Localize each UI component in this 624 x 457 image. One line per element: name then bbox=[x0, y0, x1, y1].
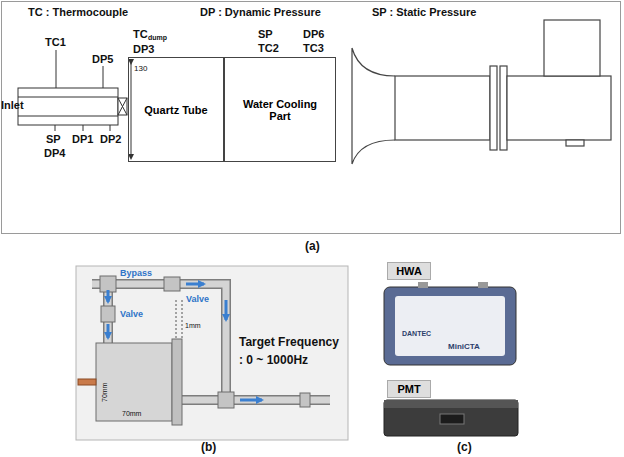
piping-illustration bbox=[218, 392, 234, 408]
piping-illustration bbox=[182, 300, 183, 338]
exhaust-section bbox=[500, 66, 507, 150]
piping-illustration bbox=[225, 300, 228, 320]
piping-illustration bbox=[101, 306, 115, 322]
node-text: Water Cooling Part bbox=[231, 98, 329, 122]
hwa-device bbox=[418, 282, 428, 288]
sensor-leader bbox=[83, 125, 84, 131]
piping-illustration bbox=[172, 339, 182, 425]
piping-illustration bbox=[300, 393, 310, 407]
label: TC2 bbox=[258, 42, 279, 55]
label: (c) bbox=[457, 441, 472, 455]
inlet-tube bbox=[118, 98, 127, 115]
label: SP : Static Pressure bbox=[372, 6, 476, 19]
label: Bypass bbox=[120, 268, 152, 278]
label: 70mm bbox=[101, 383, 109, 402]
label: TC : Thermocouple bbox=[28, 6, 128, 19]
section-box: Water Cooling Part bbox=[224, 57, 336, 162]
label: DP : Dynamic Pressure bbox=[200, 6, 321, 19]
pmt-device bbox=[384, 400, 518, 436]
device-tag: HWA bbox=[387, 262, 431, 280]
label: DANTEC bbox=[402, 330, 431, 338]
sensor-leader bbox=[55, 125, 56, 131]
panel-frame bbox=[2, 2, 621, 234]
dimension-arrow bbox=[131, 62, 132, 157]
inlet-tube bbox=[118, 98, 127, 115]
exhaust-section bbox=[490, 66, 497, 150]
inlet-tube bbox=[18, 88, 127, 125]
exhaust-section bbox=[566, 140, 584, 146]
sensor-leader bbox=[56, 50, 57, 88]
panel-frame bbox=[2, 2, 621, 234]
exhaust-section bbox=[507, 76, 611, 140]
pmt-device bbox=[384, 400, 518, 436]
piping-illustration bbox=[107, 324, 110, 338]
hwa-device bbox=[384, 282, 516, 365]
label: Inlet bbox=[1, 99, 24, 112]
hwa-device bbox=[384, 287, 516, 365]
exhaust-section bbox=[352, 20, 611, 164]
sensor-leader bbox=[103, 66, 104, 88]
inlet-tube bbox=[18, 97, 118, 98]
label: : 0 ~ 1000Hz bbox=[239, 354, 308, 368]
pmt-device bbox=[440, 414, 464, 424]
piping-illustration bbox=[100, 276, 116, 292]
piping-illustration bbox=[108, 284, 262, 400]
label: (b) bbox=[201, 441, 216, 455]
piping-illustration bbox=[176, 300, 182, 338]
hwa-device bbox=[478, 282, 488, 288]
label: TC1 bbox=[45, 36, 66, 49]
device-tag: PMT bbox=[387, 380, 431, 398]
pmt-device bbox=[384, 400, 518, 408]
piping-illustration bbox=[186, 283, 204, 286]
piping-illustration bbox=[76, 266, 348, 440]
label: DP4 bbox=[44, 147, 65, 160]
sensor-leader bbox=[110, 125, 111, 131]
piping-illustration bbox=[176, 300, 177, 338]
label: 130 bbox=[134, 64, 147, 73]
label: DP1 bbox=[72, 133, 93, 146]
label: 1mm bbox=[185, 322, 201, 330]
node-text: PMT bbox=[397, 383, 420, 395]
label: MiniCTA bbox=[448, 342, 480, 351]
piping-illustration bbox=[96, 276, 310, 425]
exhaust-section bbox=[395, 76, 490, 140]
label: DP2 bbox=[100, 133, 121, 146]
inlet-tube bbox=[18, 88, 118, 125]
exhaust-section bbox=[352, 48, 395, 164]
label: SP bbox=[46, 133, 61, 146]
piping-illustration bbox=[76, 266, 348, 440]
piping-illustration bbox=[164, 277, 180, 291]
piping-illustration bbox=[96, 343, 172, 421]
label: Valve bbox=[186, 294, 209, 304]
inlet-tube bbox=[18, 116, 118, 117]
dimension-arrow bbox=[131, 62, 132, 157]
label: Valve bbox=[120, 309, 143, 319]
exhaust-section bbox=[544, 20, 600, 76]
label: DP6 bbox=[303, 28, 324, 41]
label: TC3 bbox=[303, 42, 324, 55]
hwa-device bbox=[395, 296, 505, 356]
label: DP5 bbox=[92, 53, 113, 66]
piping-illustration bbox=[240, 399, 262, 402]
label: Target Frequency bbox=[239, 336, 339, 350]
label: DP3 bbox=[133, 43, 154, 56]
label: SP bbox=[258, 28, 273, 41]
label: TC bbox=[133, 28, 148, 41]
piping-illustration bbox=[78, 379, 96, 385]
label: dump bbox=[148, 34, 167, 42]
inlet-tube bbox=[118, 98, 127, 115]
section-box: Quartz Tube bbox=[128, 57, 224, 162]
label: 70mm bbox=[122, 410, 141, 418]
label: (a) bbox=[305, 240, 320, 254]
node-text: Quartz Tube bbox=[144, 104, 207, 116]
piping-illustration bbox=[107, 290, 110, 302]
node-text: HWA bbox=[396, 265, 422, 277]
